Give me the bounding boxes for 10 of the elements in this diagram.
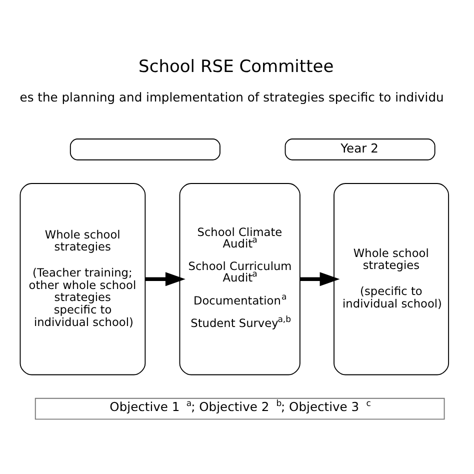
node-box: School Climate Audit$^{a}$ School Curriculum Audit$^{a}$ Documentation$^{a}$ Student Survey$^{a,b}$ (179, 183, 300, 376)
arrow (145, 272, 186, 286)
label: es the planning and implementation of strategies specific to individu (20, 90, 444, 105)
arrow (300, 272, 340, 286)
node-box: Objective 1 $^{a}$; Objective 2 $^{b}$; Objective 3 $^{c}$ (34, 398, 445, 420)
node-box (70, 138, 220, 160)
node-box: Whole school strategies (Teacher training; other whole school strategies specific to individual school) (20, 183, 146, 376)
diagram-title: School RSE Committee (138, 57, 334, 78)
node-box: Whole school strategies (specific to individual school) (334, 183, 450, 376)
node-box: Year 2 (284, 138, 436, 160)
